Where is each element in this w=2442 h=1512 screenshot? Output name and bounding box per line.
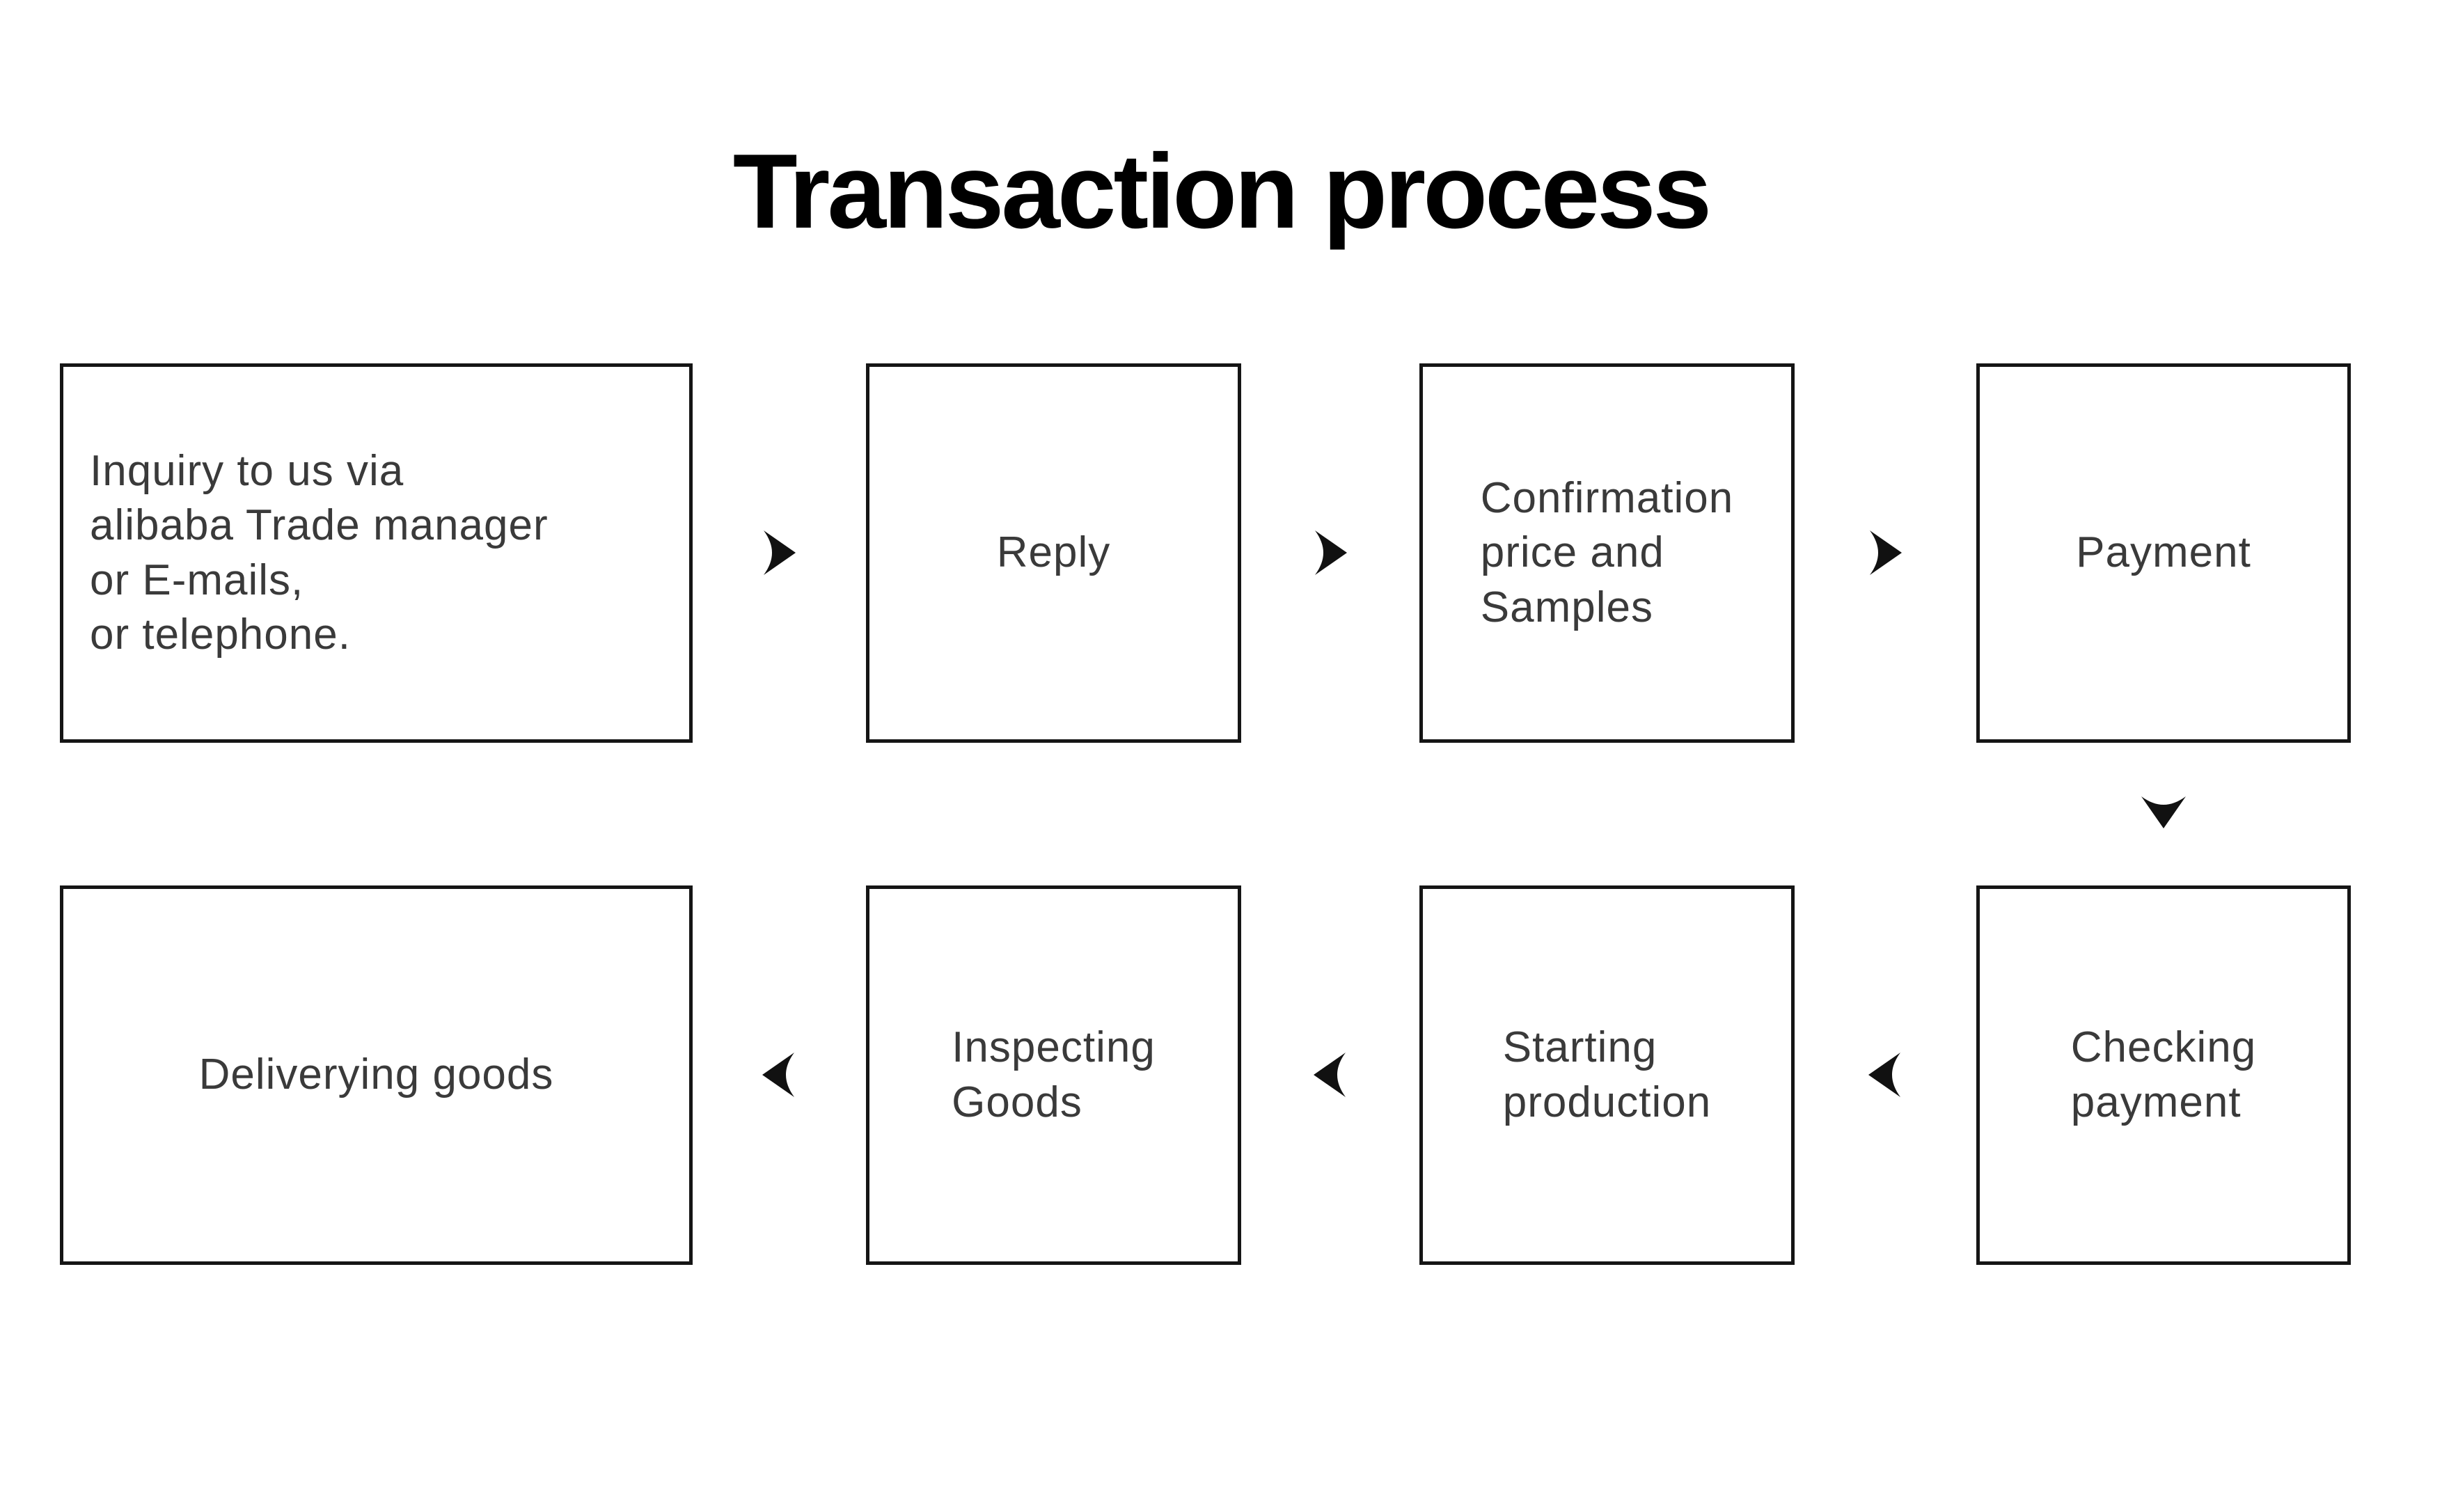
flow-box-starting-text: Starting production xyxy=(1503,1021,1712,1129)
text-line: Inspecting xyxy=(952,1023,1156,1072)
page-title: Transaction process xyxy=(732,132,1712,251)
text-line: Inquiry to us via xyxy=(90,447,404,496)
text-line: or E-mails, xyxy=(90,556,304,604)
text-line: price and xyxy=(1480,528,1664,577)
text-line: Payment xyxy=(2076,528,2251,577)
flow-box-inspecting-text: Inspecting Goods xyxy=(952,1021,1156,1129)
flow-box-delivering-text: Deliverying goods xyxy=(199,1048,554,1102)
flow-box-confirmation: Confirmation price and Samples xyxy=(1419,363,1795,743)
arrow-right-icon xyxy=(1312,530,1348,576)
text-line: Confirmation xyxy=(1480,474,1734,523)
text-line: Deliverying goods xyxy=(198,1050,554,1099)
arrow-down-icon xyxy=(2141,794,2187,830)
arrow-left-icon xyxy=(761,1052,797,1098)
text-line: Goods xyxy=(952,1078,1082,1126)
text-line: or telephone. xyxy=(90,610,351,659)
text-line: Checking xyxy=(2070,1023,2257,1072)
text-line: production xyxy=(1502,1078,1712,1126)
text-line: Starting xyxy=(1502,1023,1657,1072)
arrow-left-icon xyxy=(1867,1052,1903,1098)
arrow-left-icon xyxy=(1312,1052,1348,1098)
text-line: alibaba Trade manager xyxy=(90,501,549,550)
flow-box-payment: Payment xyxy=(1976,363,2351,743)
arrow-right-icon xyxy=(761,530,797,576)
flow-box-inspecting: Inspecting Goods xyxy=(866,885,1241,1265)
flow-box-delivering: Deliverying goods xyxy=(60,885,693,1265)
flow-box-checking: Checking payment xyxy=(1976,885,2351,1265)
flow-box-starting: Starting production xyxy=(1419,885,1795,1265)
flow-box-checking-text: Checking payment xyxy=(2071,1021,2256,1129)
text-line: Samples xyxy=(1480,583,1653,631)
flow-box-inquiry-text: Inquiry to us via alibaba Trade manager … xyxy=(90,444,549,661)
arrow-right-icon xyxy=(1867,530,1903,576)
flow-box-reply: Reply xyxy=(866,363,1241,743)
flow-box-payment-text: Payment xyxy=(2076,526,2251,580)
flow-box-reply-text: Reply xyxy=(997,526,1111,580)
flow-box-inquiry: Inquiry to us via alibaba Trade manager … xyxy=(60,363,693,743)
text-line: Reply xyxy=(996,528,1111,577)
text-line: payment xyxy=(2070,1078,2242,1126)
flow-box-confirmation-text: Confirmation price and Samples xyxy=(1481,471,1733,634)
